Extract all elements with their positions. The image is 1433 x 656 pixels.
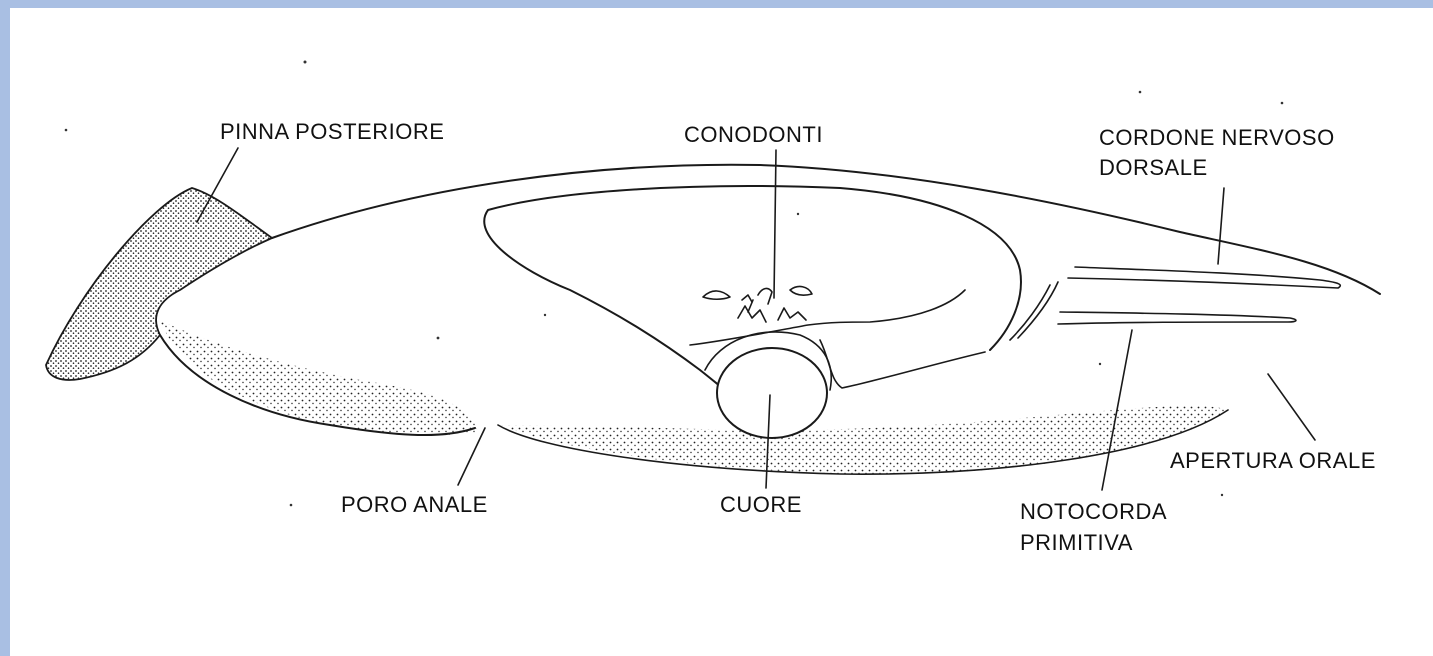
leader-apertura (1268, 374, 1315, 440)
heart (717, 348, 827, 438)
gill-arc (1010, 282, 1058, 340)
label-notocorda-line1: NOTOCORDA (1020, 499, 1167, 524)
dorsal-nerve-cord (1068, 267, 1340, 288)
label-cuore: CUORE (720, 492, 802, 517)
body-ventral-stipple (160, 320, 478, 435)
leader-conodonti (774, 150, 776, 298)
notochord (1058, 312, 1296, 324)
label-pinna-posteriore: PINNA POSTERIORE (220, 119, 444, 144)
leader-poro (458, 428, 485, 485)
label-apertura-orale: APERTURA ORALE (1170, 448, 1376, 473)
label-notocorda-line2: PRIMITIVA (1020, 530, 1133, 555)
label-cordone-line2: DORSALE (1099, 155, 1208, 180)
belly-stipple (500, 406, 1228, 474)
label-conodonti: CONODONTI (684, 122, 823, 147)
label-cordone-line1: CORDONE NERVOSO (1099, 125, 1335, 150)
conodont-elements (703, 287, 812, 322)
leader-cordone (1218, 188, 1224, 264)
label-poro-anale: PORO ANALE (341, 492, 488, 517)
body-outline-dorsal (272, 165, 1380, 294)
